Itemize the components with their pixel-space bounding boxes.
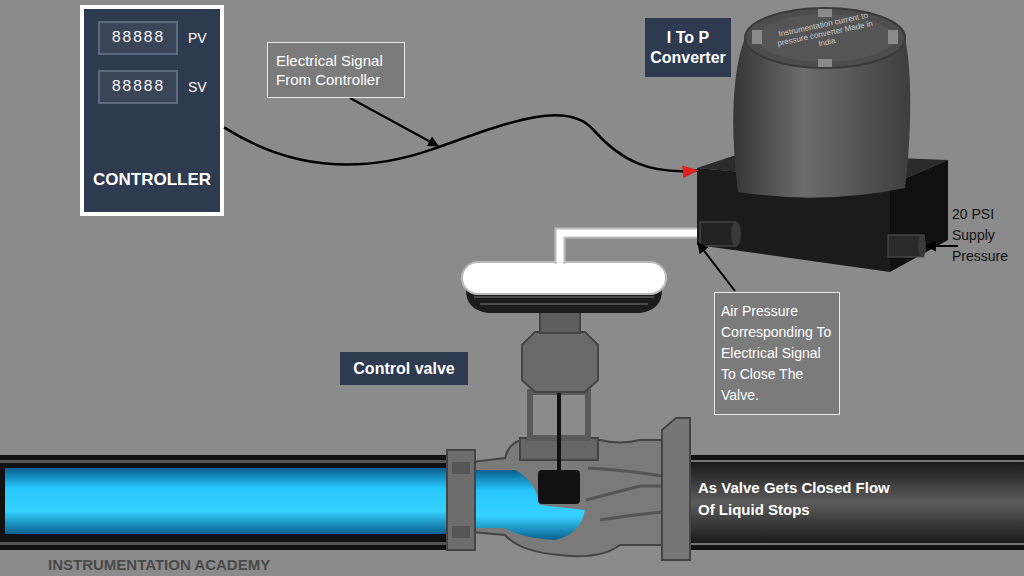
liquid: [5, 468, 457, 534]
yoke-block: [522, 332, 598, 392]
lid-tab: [888, 30, 898, 44]
callout-box: Air Pressure Corresponding To Electrical…: [714, 292, 840, 415]
lid-tab: [752, 30, 762, 44]
node-text: Electrical Signal From Controller: [276, 51, 396, 89]
supply-label: 20 PSI Supply Pressure: [952, 204, 1022, 267]
valve-plug: [538, 470, 580, 504]
leader-line: [350, 98, 438, 146]
digital-display: 88888SV: [98, 70, 178, 104]
controller-panel: CONTROLLER88888PV88888SV: [80, 5, 224, 216]
air-tube: [560, 233, 708, 264]
title-tag: I To P Converter: [645, 18, 731, 77]
flow-note: As Valve Gets Closed Flow Of Liquid Stop…: [698, 477, 898, 521]
title-tag: Control valve: [340, 352, 468, 385]
valve-passage: [586, 468, 662, 520]
outlet-pipe: [688, 455, 1024, 550]
pipe-edge: [688, 460, 1024, 462]
flange-bolt: [452, 462, 470, 474]
callout-box: Electrical Signal From Controller: [267, 42, 405, 98]
node-text: Air Pressure Corresponding To Electrical…: [721, 301, 833, 406]
supply-port: [918, 235, 926, 257]
lid-tab: [818, 59, 832, 67]
flange-bolt: [452, 526, 470, 538]
signal-wire: [224, 115, 697, 171]
pipe-edge: [0, 460, 458, 463]
flange: [662, 418, 690, 560]
air-port: [731, 222, 741, 246]
air-port: [700, 222, 736, 246]
leader-line: [698, 243, 735, 291]
flange: [447, 450, 475, 550]
diaphragm-cover: [462, 262, 666, 294]
nameplate-text: Instrumentation current to pressure conv…: [773, 10, 876, 57]
display-value: 88888: [111, 29, 164, 47]
converter-lid: [745, 8, 905, 68]
digital-display: 88888PV: [98, 21, 178, 55]
converter-dome: [733, 38, 910, 198]
pipe-edge: [688, 543, 1024, 545]
i-to-p-converter: Instrumentation current to pressure conv…: [697, 5, 950, 272]
display-tag: SV: [188, 79, 207, 95]
node-text: I To P Converter: [647, 28, 729, 68]
panel-label: CONTROLLER: [84, 170, 220, 190]
display-value: 88888: [111, 78, 164, 96]
lid-tab: [818, 9, 832, 17]
node-text: Control valve: [353, 359, 454, 379]
inlet-pipe: [0, 455, 458, 550]
liquid: [472, 470, 585, 540]
watermark: INSTRUMENTATION ACADEMY: [48, 556, 348, 573]
air-tube: [560, 233, 708, 264]
supply-arrow: [926, 245, 958, 247]
diaphragm-ridge: [474, 297, 654, 304]
pipe-edge: [0, 542, 458, 545]
display-tag: PV: [188, 30, 207, 46]
